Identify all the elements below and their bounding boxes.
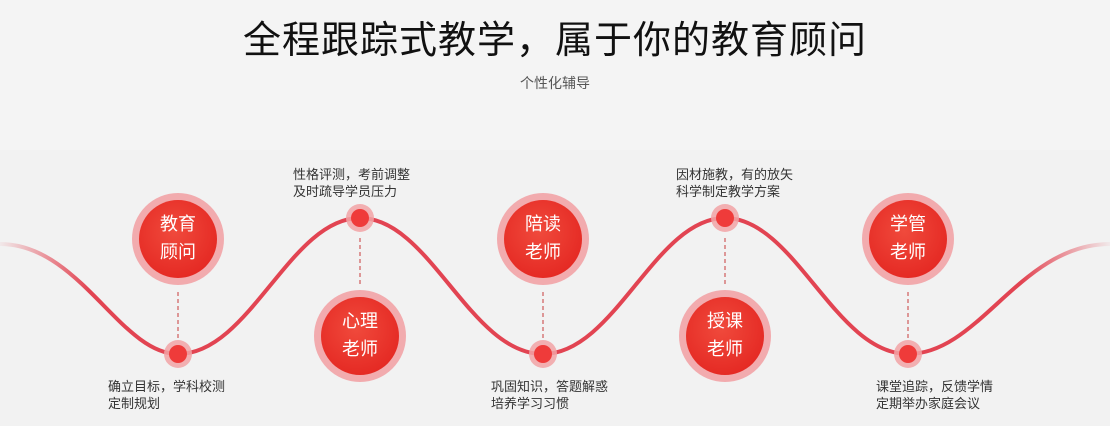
- role-description-line: 定制规划: [108, 397, 161, 412]
- role-description: 性格评测，考前调整及时疏导学员压力: [293, 167, 453, 201]
- role-description-line: 培养学习习惯: [491, 397, 570, 412]
- role-node: [869, 200, 947, 278]
- role-description-line: 性格评测，考前调整: [293, 168, 411, 183]
- wave-dot: [351, 209, 369, 227]
- role-description-line: 课堂追踪，反馈学情: [876, 380, 994, 395]
- role-node: [321, 297, 399, 375]
- page-subtitle: 个性化辅导: [520, 76, 590, 92]
- role-description: 巩固知识，答题解惑培养学习习惯: [491, 379, 651, 413]
- wave-dot: [169, 345, 187, 363]
- role-node: [686, 297, 764, 375]
- role-description-line: 巩固知识，答题解惑: [491, 380, 609, 395]
- role-description: 因材施教，有的放矢科学制定教学方案: [676, 167, 836, 201]
- role-description: 课堂追踪，反馈学情定期举办家庭会议: [876, 379, 1036, 413]
- wave-dot: [716, 209, 734, 227]
- role-node: [504, 200, 582, 278]
- role-description-line: 及时疏导学员压力: [293, 185, 398, 200]
- page-title: 全程跟踪式教学，属于你的教育顾问: [242, 18, 867, 62]
- role-description-line: 科学制定教学方案: [676, 185, 781, 200]
- role-node: [139, 200, 217, 278]
- role-description-line: 因材施教，有的放矢: [676, 168, 794, 183]
- wave-dot: [899, 345, 917, 363]
- wave-dot: [534, 345, 552, 363]
- role-description-line: 确立目标，学科校测: [108, 380, 226, 395]
- role-description: 确立目标，学科校测定制规划: [108, 379, 268, 413]
- role-description-line: 定期举办家庭会议: [876, 397, 981, 412]
